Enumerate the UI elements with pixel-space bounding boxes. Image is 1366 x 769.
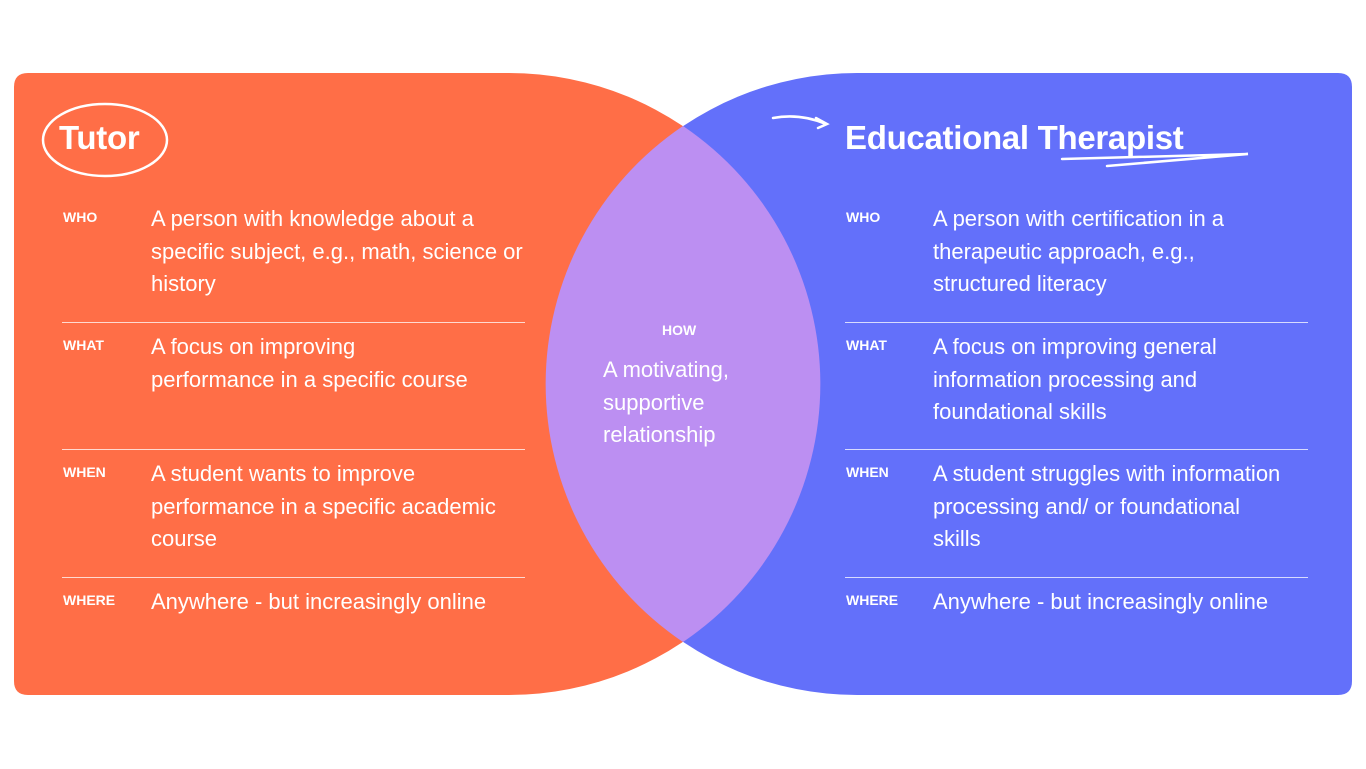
therapist-where-label: WHERE	[846, 592, 899, 608]
therapist-when-text: A student struggles with information pro…	[933, 461, 1281, 551]
tutor-what-label: WHAT	[63, 337, 104, 353]
divider	[845, 449, 1308, 450]
therapist-what-text: A focus on improving general information…	[933, 334, 1217, 424]
therapist-who-label: WHO	[846, 209, 881, 225]
how-text: A motivating, supportive relationship	[603, 357, 729, 447]
arrow-icon	[771, 115, 830, 130]
therapist-title-part2: Therapist	[1037, 119, 1184, 156]
underline-doodle	[1060, 152, 1249, 168]
divider	[62, 322, 525, 323]
therapist-where-text: Anywhere - but increasingly online	[933, 589, 1269, 614]
therapist-who-text: A person with certification in a therape…	[933, 206, 1225, 296]
therapist-title: Educational Therapist	[845, 119, 1184, 157]
tutor-title: Tutor	[59, 119, 140, 156]
tutor-where-label: WHERE	[63, 592, 116, 608]
therapist-title-part1: Educational	[845, 119, 1029, 156]
tutor-what-text: A focus on improving performance in a sp…	[151, 334, 468, 392]
how-label: HOW	[662, 322, 697, 338]
tutor-when-text: A student wants to improve performance i…	[151, 461, 496, 551]
divider	[62, 577, 525, 578]
divider	[845, 577, 1308, 578]
divider	[62, 449, 525, 450]
divider	[845, 322, 1308, 323]
tutor-who-label: WHO	[63, 209, 98, 225]
tutor-who-text: A person with knowledge about a specific…	[151, 206, 523, 296]
tutor-when-label: WHEN	[63, 464, 106, 480]
tutor-circle-doodle	[41, 102, 169, 178]
tutor-where-text: Anywhere - but increasingly online	[151, 589, 487, 614]
overlap-shape	[545, 126, 821, 642]
therapist-when-label: WHEN	[846, 464, 889, 480]
therapist-what-label: WHAT	[846, 337, 887, 353]
